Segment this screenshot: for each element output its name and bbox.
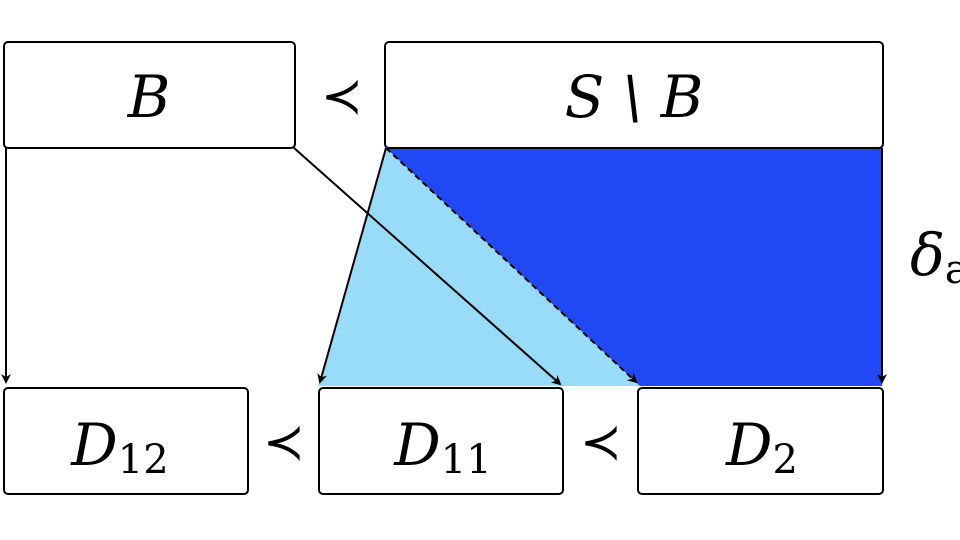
- box-s-minus-b: S \ B: [384, 41, 884, 149]
- dashed-divider-arrow: [385, 147, 638, 384]
- svg-text:B: B: [127, 63, 171, 131]
- box-d2-sub: 2: [773, 437, 798, 483]
- precedes-symbol-top: ≺: [321, 67, 363, 125]
- precedes-symbol-bottom-left: ≺: [263, 413, 305, 471]
- svg-text:D2: D2: [725, 411, 798, 483]
- light-region-left-arrow: [317, 147, 387, 384]
- box-d2-base: D: [725, 411, 773, 479]
- svg-text:D12: D12: [70, 411, 168, 483]
- box-b: B: [3, 41, 296, 149]
- delta-label: δ: [910, 221, 945, 289]
- box-d12-base: D: [70, 411, 118, 479]
- b-to-d11-arrow: [293, 147, 562, 386]
- svg-text:S \ B: S \ B: [565, 63, 704, 131]
- box-d11: D11: [318, 387, 564, 495]
- svg-text:D11: D11: [393, 411, 491, 483]
- box-b-label: B: [127, 63, 171, 131]
- svg-text:δa: δa: [910, 221, 960, 293]
- precedes-symbol-bottom-right: ≺: [580, 413, 622, 471]
- box-d11-sub: 11: [441, 437, 492, 483]
- light-blue-region: [318, 148, 640, 386]
- box-d12: D12: [3, 387, 249, 495]
- dark-blue-region: [386, 148, 882, 386]
- box-d11-base: D: [393, 411, 441, 479]
- delta-sub: a: [945, 247, 960, 293]
- box-d2: D2: [637, 387, 884, 495]
- box-d12-sub: 12: [118, 437, 169, 483]
- box-s-minus-b-label: S \ B: [565, 63, 704, 131]
